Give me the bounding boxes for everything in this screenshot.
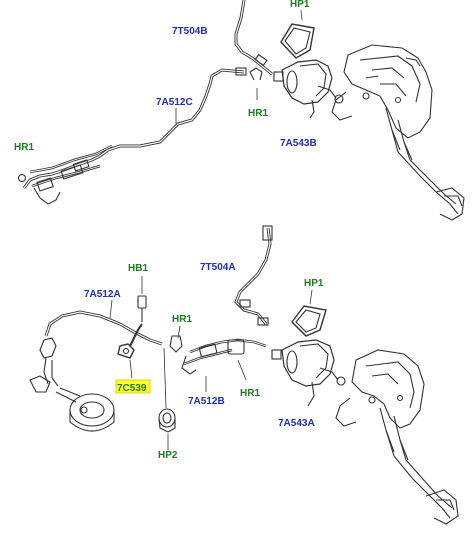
label-hr1-lower-right[interactable]: HR1 xyxy=(240,388,260,399)
labels-lower: HB1 7T504A 7A512A HP1 HR1 7C539 7A512B H… xyxy=(84,262,324,461)
clip-hr1-upper xyxy=(249,67,263,100)
label-hp2[interactable]: HP2 xyxy=(158,450,178,461)
label-7a543a[interactable]: 7A543A xyxy=(278,418,315,429)
hose-7t504a xyxy=(234,225,273,326)
label-7a512b[interactable]: 7A512B xyxy=(188,396,225,407)
label-hr1-upper-left[interactable]: HR1 xyxy=(14,142,34,153)
label-7a512a[interactable]: 7A512A xyxy=(84,289,121,300)
label-hr1-lower-left[interactable]: HR1 xyxy=(172,314,192,325)
pipe-assembly-7a512b xyxy=(181,338,267,392)
pipe-7a512a xyxy=(44,310,163,346)
clip-hr1-lower xyxy=(169,325,183,353)
highlight-box-7c539 xyxy=(115,379,151,394)
label-hp1-lower[interactable]: HP1 xyxy=(304,278,324,289)
label-hr1-upper-mid[interactable]: HR1 xyxy=(248,108,268,119)
label-7t504b[interactable]: 7T504B xyxy=(172,26,208,37)
slave-pipe-bundle-upper xyxy=(17,144,113,205)
gasket-hp1-lower xyxy=(291,289,327,337)
hose-7t504b xyxy=(234,0,273,76)
bolt-hb1 xyxy=(137,276,147,322)
gasket-hp1-upper xyxy=(280,9,315,59)
pedal-box-upper xyxy=(331,44,465,221)
label-7a512c[interactable]: 7A512C xyxy=(156,97,193,108)
label-hb1[interactable]: HB1 xyxy=(128,263,148,274)
label-7a543b[interactable]: 7A543B xyxy=(280,138,317,149)
label-7t504a[interactable]: 7T504A xyxy=(200,262,236,273)
concentric-slave-cylinder xyxy=(29,337,115,432)
label-7c539[interactable]: 7C539 xyxy=(117,383,147,394)
master-cylinder-lower xyxy=(271,339,346,407)
label-hp1-upper[interactable]: HP1 xyxy=(290,0,310,10)
labels-upper: HP1 7T504B 7A512C HR1 HR1 7A543B xyxy=(14,0,317,153)
pipe-7a512c xyxy=(22,68,245,189)
bushing-hp2 xyxy=(158,347,176,450)
lower-assembly xyxy=(29,225,459,525)
master-cylinder-upper xyxy=(273,59,344,119)
upper-assembly xyxy=(17,0,465,221)
part-7c539-connector xyxy=(117,323,143,379)
pedal-box-lower xyxy=(335,349,459,525)
